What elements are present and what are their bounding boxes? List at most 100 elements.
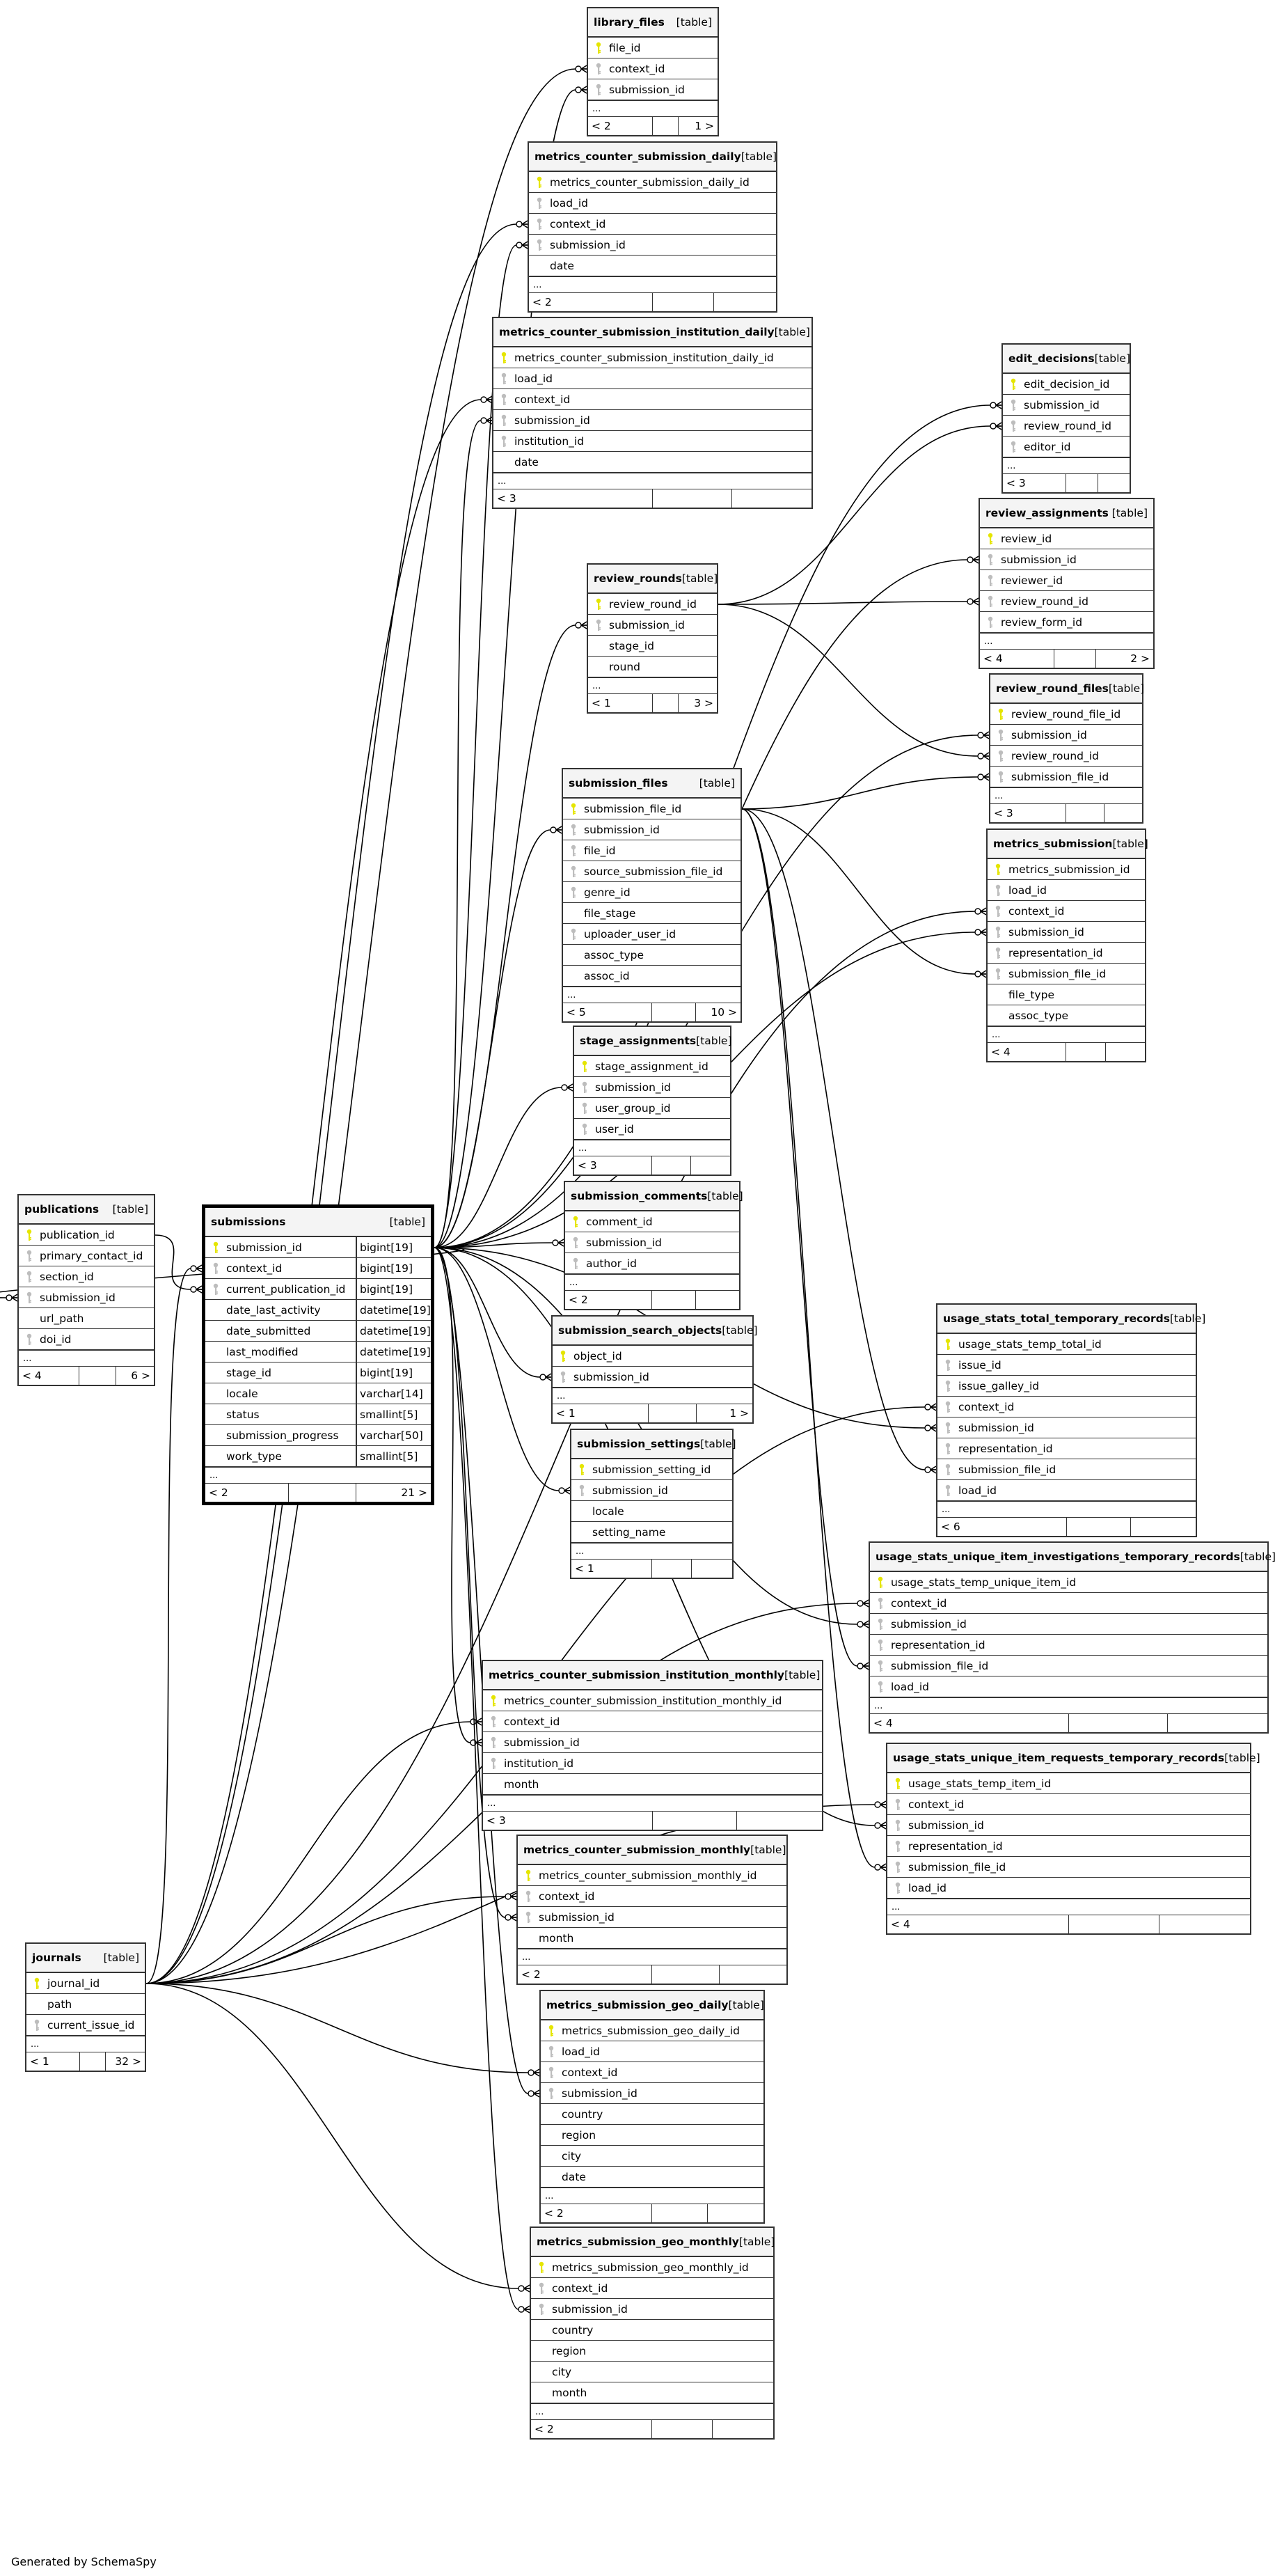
children-count[interactable] [714,293,776,311]
table-name[interactable]: submission_files [569,777,668,790]
column-row[interactable]: month [483,1774,822,1795]
column-row[interactable]: metrics_submission_id [988,859,1145,880]
column-row[interactable]: submission_id [541,2083,763,2104]
table-header[interactable]: metrics_counter_submission_institution_d… [493,318,811,347]
parents-count[interactable]: < 2 [565,1291,652,1309]
table-header[interactable]: metrics_counter_submission_monthly[table… [518,1836,786,1865]
column-row[interactable]: load_id [887,1878,1250,1899]
column-row[interactable]: submission_id [565,1232,739,1253]
children-count[interactable]: 3 > [694,697,713,709]
column-row[interactable]: current_issue_id [26,2015,145,2036]
table-name[interactable]: publications [24,1203,100,1216]
column-row[interactable]: usage_stats_temp_total_id [937,1334,1196,1355]
column-row[interactable]: submission_id [1003,395,1130,416]
column-row[interactable]: city [541,2146,763,2167]
table-name[interactable]: review_round_files [996,682,1109,695]
column-row[interactable]: issue_id [937,1355,1196,1376]
children-count[interactable]: 32 > [115,2055,141,2068]
table-name[interactable]: metrics_submission_geo_monthly [537,2236,739,2248]
parents-count[interactable]: < 2 [205,1484,289,1502]
column-row[interactable]: url_path [19,1308,154,1329]
column-row[interactable]: submission_id [588,79,718,100]
children-count[interactable] [1106,1043,1146,1061]
column-row[interactable]: city [531,2362,773,2382]
parents-count[interactable]: < 4 [19,1367,80,1385]
table-header[interactable]: submissions[table] [205,1208,431,1237]
children-count[interactable] [692,1560,732,1578]
column-row[interactable]: issue_galley_id [937,1376,1196,1397]
column-row[interactable]: submission_id [990,725,1142,746]
table-name[interactable]: usage_stats_unique_item_investigations_t… [876,1550,1240,1563]
column-row[interactable]: path [26,1994,145,2015]
parents-count[interactable]: < 3 [990,804,1066,822]
table-header[interactable]: publications[table] [19,1195,154,1225]
column-row[interactable]: genre_id [563,882,741,903]
column-row[interactable]: submission_id [574,1077,730,1098]
table-name[interactable]: metrics_submission [993,838,1113,850]
column-row[interactable]: context_id [541,2062,763,2083]
column-row[interactable]: submission_id [571,1480,732,1501]
column-row[interactable]: metrics_counter_submission_institution_m… [483,1690,822,1711]
column-row[interactable]: month [531,2382,773,2403]
table-header[interactable]: metrics_submission_geo_monthly[table] [531,2228,775,2257]
column-row[interactable]: comment_id [565,1211,739,1232]
parents-count[interactable]: < 5 [563,1003,652,1021]
table-name[interactable]: submissions [211,1216,286,1228]
parents-count[interactable]: < 1 [571,1560,652,1578]
table-usage-stats-unique-item-requests-temporary-records[interactable]: usage_stats_unique_item_requests_tempora… [886,1743,1260,1935]
table-name[interactable]: usage_stats_total_temporary_records [943,1312,1170,1325]
column-row[interactable]: region [531,2341,773,2362]
children-count[interactable] [1098,474,1130,492]
table-name[interactable]: metrics_counter_submission_institution_m… [489,1669,785,1681]
table-name[interactable]: journals [32,1951,81,1964]
column-row[interactable]: submission_id [937,1417,1196,1438]
column-row[interactable]: load_id [870,1676,1267,1697]
column-row[interactable]: metrics_counter_submission_daily_id [529,172,776,193]
table-header[interactable]: usage_stats_unique_item_investigations_t… [870,1543,1275,1572]
column-row[interactable]: metrics_counter_submission_institution_d… [493,347,811,368]
column-row[interactable]: load_id [541,2041,763,2062]
column-row[interactable]: author_id [565,1253,739,1274]
column-row[interactable]: doi_id [19,1329,154,1350]
table-header[interactable]: review_assignments[table] [980,499,1153,528]
column-row[interactable]: submission_id [563,819,741,840]
parents-count[interactable]: < 2 [588,117,653,135]
column-row[interactable]: date [493,452,811,473]
parents-count[interactable]: < 4 [887,1915,1069,1933]
column-row[interactable]: submission_setting_id [571,1459,732,1480]
column-row[interactable]: uploader_user_id [563,924,741,945]
table-name[interactable]: stage_assignments [580,1035,697,1047]
children-count[interactable] [737,1812,822,1830]
column-row[interactable]: review_form_id [980,612,1153,633]
column-row[interactable]: user_id [574,1119,730,1140]
column-row[interactable]: file_id [588,38,718,58]
children-count[interactable] [696,1291,740,1309]
table-name[interactable]: submission_settings [577,1438,701,1450]
column-row[interactable]: load_id [937,1480,1196,1501]
column-row[interactable]: representation_id [870,1635,1267,1656]
parents-count[interactable]: < 2 [531,2420,652,2438]
table-metrics-submission-geo-monthly[interactable]: metrics_submission_geo_monthly[table]met… [530,2226,775,2440]
children-count[interactable] [732,489,811,508]
column-row[interactable]: journal_id [26,1973,145,1994]
column-row[interactable]: submission_file_id [988,964,1145,984]
column-row[interactable]: submission_id [988,922,1145,943]
table-header[interactable]: submission_settings[table] [571,1430,736,1459]
column-row[interactable]: submission_id [531,2299,773,2320]
children-count[interactable]: 1 > [729,1407,749,1420]
column-row[interactable]: context_id [529,214,776,235]
children-count[interactable]: 6 > [131,1369,150,1382]
parents-count[interactable]: < 1 [26,2052,80,2071]
column-row[interactable]: metrics_submission_geo_daily_id [541,2020,763,2041]
column-row[interactable]: assoc_type [563,945,741,966]
column-row[interactable]: file_id [563,840,741,861]
column-row[interactable]: load_id [529,193,776,214]
